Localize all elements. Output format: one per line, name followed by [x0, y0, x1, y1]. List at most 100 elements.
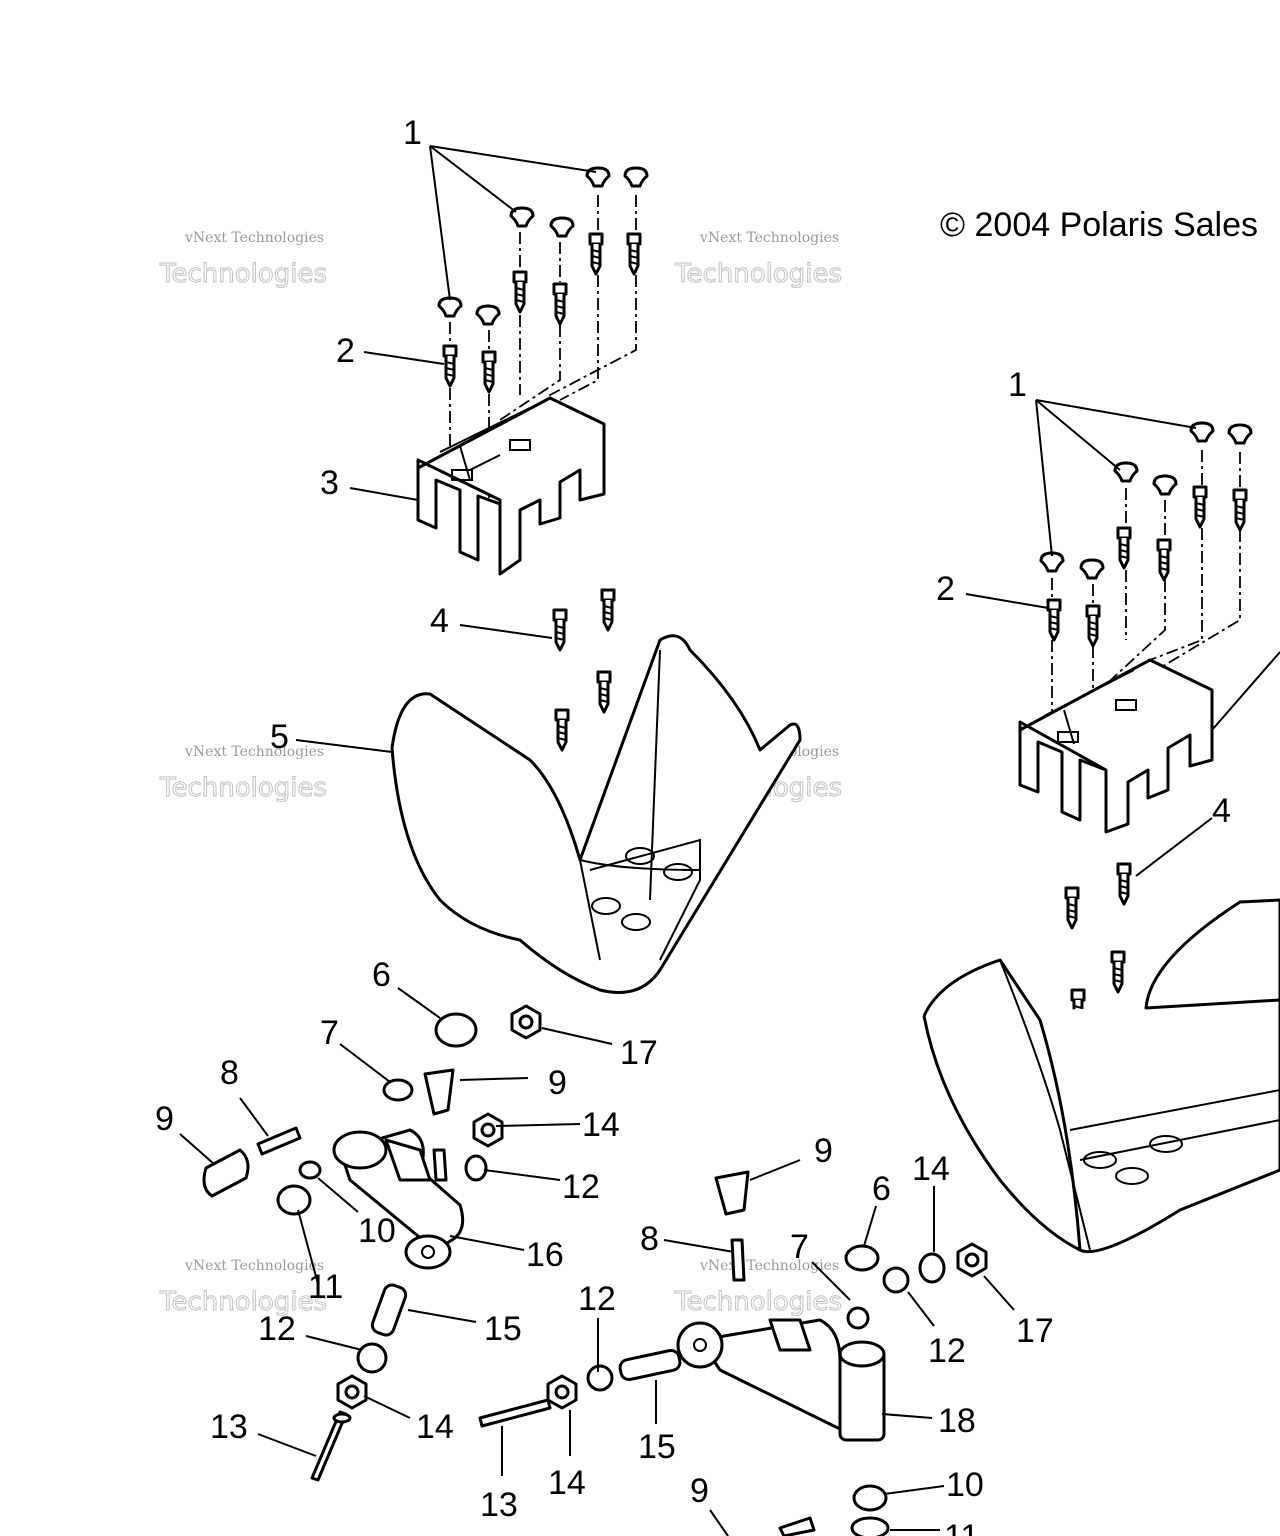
grease-fitting-icon	[730, 1238, 816, 1536]
callout-8-left: 8	[220, 1054, 239, 1092]
screw-icon	[626, 232, 642, 276]
callout-6-center: 6	[872, 1170, 891, 1208]
callout-11-left: 11	[308, 1268, 343, 1306]
bolt-icon	[310, 1410, 352, 1482]
a-arm-icon	[332, 1128, 465, 1270]
callout-14-left: 14	[416, 1408, 454, 1446]
callout-11-right: 11	[944, 1518, 979, 1536]
callout-10-right: 10	[946, 1466, 984, 1504]
screw-icon	[596, 670, 612, 714]
leader-lines	[179, 145, 1280, 1536]
callout-17-right: 17	[1016, 1312, 1054, 1350]
screw-icon	[1156, 538, 1172, 582]
screw-icon	[1116, 862, 1132, 906]
svg-text:vNext Technologies: vNext Technologies	[699, 230, 839, 246]
screw-icon	[1232, 488, 1248, 532]
cap-icon	[1189, 421, 1215, 443]
callout-12-center: 12	[578, 1280, 616, 1318]
callout-13-left: 13	[210, 1408, 248, 1446]
cap-icon	[549, 216, 575, 238]
cap-icon	[623, 166, 649, 188]
screw-group-left	[442, 232, 642, 394]
grease-fitting-icon	[256, 1126, 448, 1182]
svg-text:Technologies: Technologies	[674, 1287, 842, 1317]
callout-2-top-left: 2	[336, 332, 355, 370]
svg-text:vNext Technologies: vNext Technologies	[699, 1258, 839, 1274]
nut-icon	[336, 1004, 542, 1410]
callout-14-right: 14	[912, 1150, 950, 1188]
screw-icon	[442, 344, 458, 388]
bracket-icon	[1018, 658, 1214, 834]
screw-group-skid-right	[1064, 862, 1132, 1032]
callout-9-center: 9	[814, 1132, 833, 1170]
skid-plate-icon	[390, 634, 802, 994]
callout-1-right: 1	[1008, 366, 1027, 404]
callout-4-right: 4	[1212, 792, 1231, 830]
cap-icon	[475, 304, 501, 326]
svg-text:vNext Technologies: vNext Technologies	[184, 1258, 324, 1274]
cap-icon	[1227, 423, 1253, 445]
callout-12-right: 12	[928, 1332, 966, 1370]
callout-10-left: 10	[358, 1212, 396, 1250]
screw-icon	[1085, 604, 1101, 648]
cap-icon	[1113, 461, 1139, 483]
callout-9-left: 9	[155, 1100, 174, 1138]
bushing-icon	[202, 1012, 478, 1374]
cap-group-right	[1039, 421, 1253, 580]
svg-text:vNext Technologies: vNext Technologies	[184, 230, 324, 246]
a-arm-icon	[676, 1318, 886, 1442]
callout-8-center: 8	[640, 1220, 659, 1258]
bushing-icon	[586, 1170, 890, 1536]
callout-9-upper: 9	[548, 1064, 567, 1102]
callout-17-left: 17	[620, 1034, 658, 1072]
callout-15-center: 15	[638, 1428, 676, 1466]
bracket-icon	[416, 396, 606, 576]
screw-icon	[552, 608, 568, 652]
screw-icon	[588, 232, 604, 276]
screw-icon	[1192, 485, 1208, 529]
callout-9-bottom: 9	[690, 1472, 709, 1510]
callout-12-left: 12	[258, 1310, 296, 1348]
svg-text:Technologies: Technologies	[159, 1287, 327, 1317]
screw-icon	[481, 350, 497, 394]
screw-icon	[552, 282, 568, 326]
skid-plate-icon	[922, 898, 1280, 1254]
callout-6-left: 6	[372, 956, 391, 994]
svg-text:Technologies: Technologies	[159, 773, 327, 803]
callout-1-top-left: 1	[403, 114, 422, 152]
callout-13-center: 13	[480, 1486, 518, 1524]
nut-icon	[546, 1242, 988, 1410]
svg-text:vNext Technologies: vNext Technologies	[184, 744, 324, 760]
callout-5: 5	[270, 718, 289, 756]
callout-3: 3	[320, 464, 339, 502]
callout-7-left: 7	[320, 1014, 339, 1052]
screw-icon	[1110, 950, 1126, 994]
cap-group-left	[437, 166, 649, 326]
callout-labels: 1 2 3 4 5 1 2 4 6 17 7 9 8 9 14 12 10 16…	[155, 114, 1231, 1536]
svg-text:Technologies: Technologies	[674, 259, 842, 289]
callout-18: 18	[938, 1402, 976, 1440]
cap-icon	[1152, 474, 1178, 496]
cap-icon	[437, 296, 463, 318]
bolt-icon	[478, 1398, 552, 1428]
screw-icon	[1046, 598, 1062, 642]
copyright-notice: © 2004 Polaris Sales	[940, 206, 1258, 244]
callout-16: 16	[526, 1236, 564, 1274]
callout-15-left: 15	[484, 1310, 522, 1348]
callout-4-left: 4	[430, 602, 449, 640]
screw-icon	[600, 588, 616, 632]
dashed-guides-right	[1051, 450, 1241, 760]
svg-text:Technologies: Technologies	[159, 259, 327, 289]
callout-12-upper: 12	[562, 1168, 600, 1206]
callout-14-center: 14	[548, 1464, 586, 1502]
callout-7-center: 7	[790, 1228, 809, 1266]
screw-icon	[554, 708, 570, 752]
callout-14-upper: 14	[582, 1106, 620, 1144]
screw-icon	[1064, 886, 1080, 930]
cap-icon	[1079, 558, 1105, 580]
screw-icon	[1116, 526, 1132, 570]
screw-group-skid-left	[552, 588, 616, 752]
callout-2-right: 2	[936, 570, 955, 608]
